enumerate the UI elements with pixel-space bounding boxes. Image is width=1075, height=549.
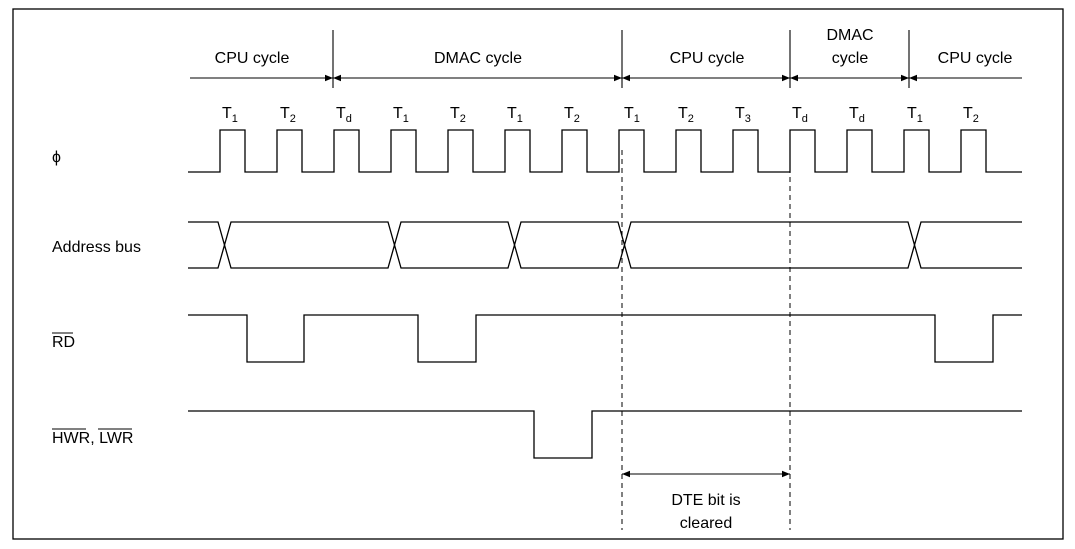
t-state-label: T3: [735, 105, 751, 125]
address-bus-waveform: [188, 221, 1022, 269]
cycle-label-cpu-1: CPU cycle: [215, 50, 290, 67]
t-state-label: T1: [624, 105, 640, 125]
rd-waveform: [188, 314, 1022, 363]
t-state-label: T2: [450, 105, 466, 125]
dte-cleared-label-line2: cleared: [680, 515, 732, 532]
t-state-label: Td: [792, 105, 808, 125]
cycle-label-cpu-3: CPU cycle: [938, 50, 1013, 67]
t-state-label: T1: [222, 105, 238, 125]
t-state-label: T2: [564, 105, 580, 125]
signal-label-phi: ϕ: [52, 149, 61, 166]
cycle-label-dmac-2: DMAC: [826, 27, 873, 44]
t-state-label: T2: [678, 105, 694, 125]
t-state-label: T2: [963, 105, 979, 125]
cycle-label-dmac-1: DMAC cycle: [434, 50, 522, 67]
clock-phi-waveform: [188, 129, 1022, 173]
cycle-labels: CPU cycle DMAC cycle CPU cycle DMAC cycl…: [215, 27, 1013, 67]
t-state-label: Td: [849, 105, 865, 125]
cycle-label-dmac-2-line2: cycle: [832, 50, 869, 67]
signal-label-hwr-lwr: HWR, LWR: [52, 430, 133, 447]
cycle-arrows: [190, 30, 1022, 88]
signal-label-address-bus: Address bus: [52, 239, 141, 256]
cycle-label-cpu-2: CPU cycle: [670, 50, 745, 67]
t-state-label: T1: [507, 105, 523, 125]
t-state-labels: T1 T2 Td T1 T2 T1 T2 T1 T2 T3 Td Td T1 T…: [222, 105, 979, 125]
t-state-label: T2: [280, 105, 296, 125]
diagram-frame: [12, 8, 1064, 540]
signal-label-rd: RD: [52, 334, 75, 351]
dte-cleared-label-line1: DTE bit is: [671, 492, 740, 509]
t-state-label: Td: [336, 105, 352, 125]
t-state-label: T1: [907, 105, 923, 125]
hwr-lwr-waveform: [188, 410, 1022, 459]
t-state-label: T1: [393, 105, 409, 125]
